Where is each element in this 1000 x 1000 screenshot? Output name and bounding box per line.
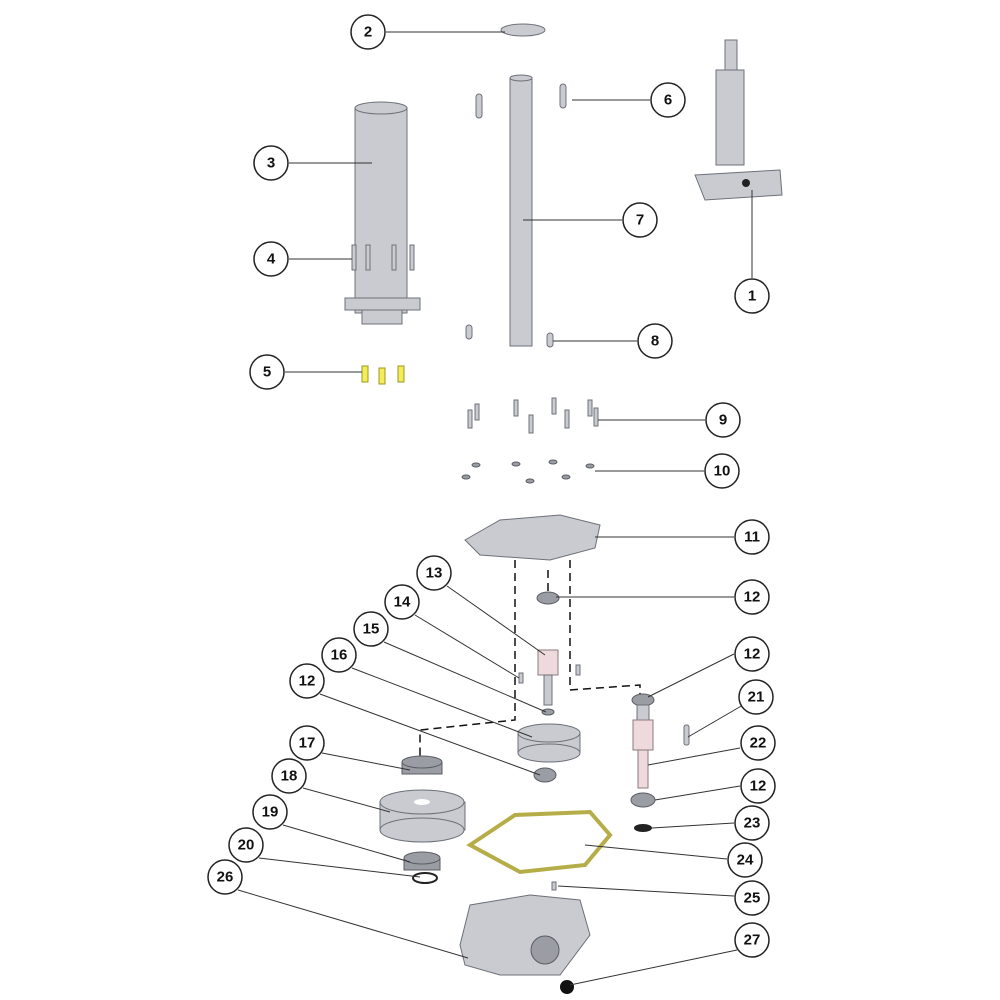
callout-21[interactable]: 21 [738,679,774,715]
callout-6[interactable]: 6 [650,82,686,118]
part-25-pin [551,881,557,891]
callout-14[interactable]: 14 [384,584,420,620]
svg-text:26: 26 [217,869,234,886]
svg-text:2: 2 [364,24,372,41]
part-2-washer [500,23,546,37]
part-26-housing [459,894,591,976]
part-8-key [546,332,554,348]
callout-4[interactable]: 4 [253,241,289,277]
part-6-key [559,83,567,109]
part-21-key [683,724,690,746]
svg-text:5: 5 [263,364,271,381]
svg-text:11: 11 [744,529,760,546]
callout-2[interactable]: 2 [350,14,386,50]
part-5-pins [361,365,405,385]
svg-text:1: 1 [748,288,756,305]
part-1-assembly [694,39,783,201]
part-26-housing-bore [530,935,560,965]
part-9-screws [467,397,599,434]
svg-text:24: 24 [737,852,754,869]
svg-text:25: 25 [744,890,761,907]
svg-text:7: 7 [636,212,644,229]
svg-text:20: 20 [238,837,255,854]
parts [344,23,783,994]
callout-19[interactable]: 19 [252,794,288,830]
part-10-washers [461,459,595,484]
svg-text:21: 21 [748,689,765,706]
svg-text:23: 23 [744,815,761,832]
part-16-gear [517,723,581,763]
callout-15[interactable]: 15 [353,611,389,647]
callout-17[interactable]: 17 [289,725,325,761]
part-12-bearing [536,591,560,605]
svg-text:14: 14 [394,594,411,611]
callout-7[interactable]: 7 [622,202,658,238]
part-4-bolts [351,244,415,271]
callout-12-d[interactable]: 12 [740,768,776,804]
callout-3[interactable]: 3 [253,145,289,181]
svg-text:19: 19 [262,804,279,821]
svg-text:12: 12 [750,778,767,795]
svg-text:16: 16 [331,647,348,664]
svg-text:10: 10 [714,463,731,480]
callout-12-b[interactable]: 12 [734,636,770,672]
part-11-cover [464,514,601,561]
svg-text:4: 4 [267,251,276,268]
callout-1[interactable]: 1 [734,278,770,314]
part-22-shaft [632,704,654,789]
part-12-bearing-c [533,767,557,783]
callout-11[interactable]: 11 [734,519,770,555]
svg-text:12: 12 [744,646,761,663]
svg-text:22: 22 [750,735,767,752]
svg-text:12: 12 [299,673,316,690]
callout-18[interactable]: 18 [271,758,307,794]
callout-25[interactable]: 25 [734,880,770,916]
svg-text:17: 17 [299,735,316,752]
part-6-key-b [475,93,483,119]
callout-22[interactable]: 22 [740,725,776,761]
part-24-gasket [466,809,613,875]
callout-10[interactable]: 10 [704,453,740,489]
svg-text:3: 3 [267,155,275,172]
svg-text:8: 8 [651,333,659,350]
svg-text:18: 18 [281,768,298,785]
callout-20[interactable]: 20 [228,827,264,863]
part-19-bearing [403,851,441,871]
svg-text:9: 9 [719,412,727,429]
part-14-key-b [575,664,581,676]
part-20-ring [412,872,438,884]
part-17-bearing [401,755,443,775]
part-18-gear [379,789,466,843]
svg-text:27: 27 [744,932,761,949]
callout-24[interactable]: 24 [727,842,763,878]
callout-13[interactable]: 13 [416,555,452,591]
callout-12[interactable]: 12 [734,579,770,615]
leader-lines [237,31,753,986]
callout-12-c[interactable]: 12 [289,663,325,699]
callouts: 1 2 3 4 5 6 7 8 9 10 11 12 13 14 15 16 1… [207,14,776,958]
svg-text:6: 6 [664,92,672,109]
part-15-ring [541,708,555,716]
callout-26[interactable]: 26 [207,859,243,895]
svg-text:12: 12 [744,589,761,606]
part-12-bearing-d [630,792,656,808]
callout-16[interactable]: 16 [321,637,357,673]
callout-23[interactable]: 23 [734,805,770,841]
part-7-shaft [509,74,533,347]
callout-5[interactable]: 5 [249,354,285,390]
part-27-plug [560,980,574,994]
callout-8[interactable]: 8 [637,323,673,359]
callout-9[interactable]: 9 [705,402,741,438]
svg-text:13: 13 [426,565,443,582]
part-14-key [518,672,524,684]
part-23-ring [634,824,652,832]
part-13-pinion [537,649,559,706]
callout-27[interactable]: 27 [734,922,770,958]
guide-lines [419,560,641,765]
part-8-key-b [465,324,473,340]
part-3-tube [344,101,421,325]
svg-text:15: 15 [363,621,380,638]
